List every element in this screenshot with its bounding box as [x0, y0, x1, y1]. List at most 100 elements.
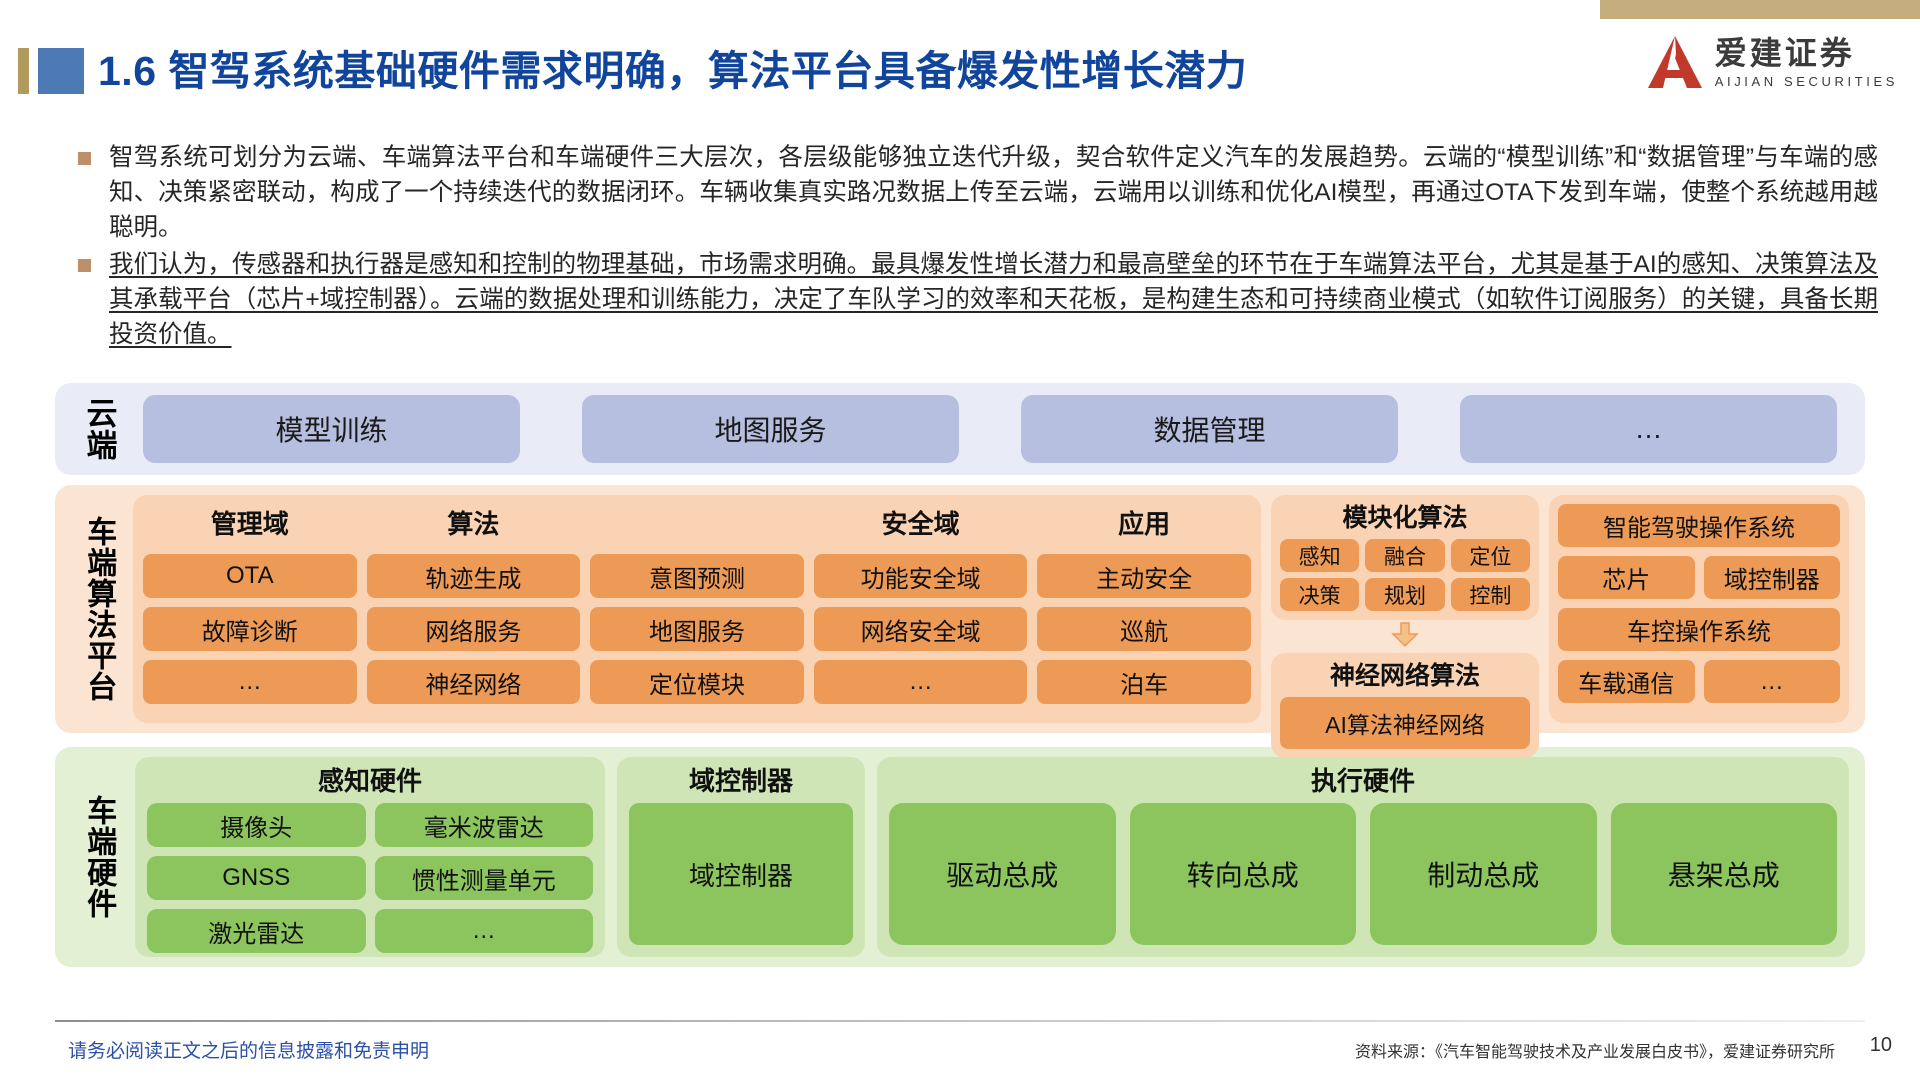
- algorithm-chip[interactable]: 主动安全: [1037, 554, 1251, 598]
- cloud-chip[interactable]: 地图服务: [582, 395, 959, 463]
- algorithm-main-panel: 管理域 OTA 故障诊断 … 算法 轨迹生成 网络服务 神经网络 意图预测: [133, 495, 1261, 723]
- algorithm-chip[interactable]: 定位模块: [590, 660, 804, 704]
- algorithm-column-safety: 安全域 功能安全域 网络安全域 …: [813, 503, 1028, 715]
- bullet-item: 我们认为，传感器和执行器是感知和控制的物理基础，市场需求明确。最具爆发性增长潜力…: [78, 247, 1878, 352]
- cloud-chip[interactable]: 数据管理: [1021, 395, 1398, 463]
- algorithm-layer: 车端算法平台 管理域 OTA 故障诊断 … 算法 轨迹生成 网络服务 神经网络: [55, 485, 1865, 758]
- algorithm-column-algorithm-2: 意图预测 地图服务 定位模块: [590, 503, 804, 715]
- neural-chip[interactable]: AI算法神经网络: [1280, 697, 1530, 749]
- driving-os-panel: 智能驾驶操作系统 芯片 域控制器 车控操作系统 车载通信 …: [1549, 495, 1849, 723]
- bullet-text: 智驾系统可划分为云端、车端算法平台和车端硬件三大层次，各层级能够独立迭代升级，契…: [109, 144, 1878, 241]
- modular-chip[interactable]: 定位: [1450, 539, 1530, 572]
- modular-algorithm-group: 模块化算法 感知 融合 定位 决策 规划 控制: [1271, 495, 1539, 758]
- hardware-layer: 车端硬件 感知硬件 摄像头 毫米波雷达 GNSS 惯性测量单元 激光雷达 … 域…: [55, 747, 1865, 967]
- algorithm-chip[interactable]: 神经网络: [366, 660, 581, 704]
- cloud-items: 模型训练 地图服务 数据管理 …: [143, 395, 1847, 463]
- algorithm-columns: 管理域 OTA 故障诊断 … 算法 轨迹生成 网络服务 神经网络 意图预测: [133, 495, 1849, 758]
- column-head: 安全域: [881, 509, 960, 539]
- os-chip-more[interactable]: …: [1703, 660, 1840, 703]
- modular-chip[interactable]: 控制: [1450, 578, 1530, 611]
- actuator-chip[interactable]: 驱动总成: [889, 803, 1116, 945]
- panel-title: 域控制器: [688, 766, 793, 796]
- panel-title: 感知硬件: [317, 766, 422, 796]
- algorithm-chip[interactable]: 故障诊断: [143, 607, 357, 651]
- algorithm-chip[interactable]: 泊车: [1037, 660, 1251, 704]
- algorithm-chip[interactable]: 网络安全域: [813, 607, 1028, 651]
- logo-chinese-name: 爱建证券: [1714, 34, 1855, 71]
- cloud-chip[interactable]: …: [1460, 395, 1837, 463]
- neural-network-panel: 神经网络算法 AI算法神经网络: [1271, 653, 1539, 758]
- logo-english-name: AIJIAN SECURITIES: [1714, 73, 1898, 89]
- sensing-chip[interactable]: …: [374, 909, 593, 953]
- bullet-list: 智驾系统可划分为云端、车端算法平台和车端硬件三大层次，各层级能够独立迭代升级，契…: [78, 140, 1878, 354]
- domain-controller-chip[interactable]: 域控制器: [629, 803, 853, 945]
- algorithm-chip[interactable]: OTA: [143, 554, 357, 598]
- bullet-item: 智驾系统可划分为云端、车端算法平台和车端硬件三大层次，各层级能够独立迭代升级，契…: [78, 140, 1878, 245]
- algorithm-chip[interactable]: 巡航: [1037, 607, 1251, 651]
- algorithm-chip[interactable]: …: [143, 660, 357, 704]
- actuator-chip[interactable]: 转向总成: [1129, 803, 1356, 945]
- algorithm-column-application: 应用 主动安全 巡航 泊车: [1037, 503, 1251, 715]
- algorithm-column-management: 管理域 OTA 故障诊断 …: [143, 503, 357, 715]
- algorithm-chip[interactable]: 地图服务: [590, 607, 804, 651]
- os-chip-vehicle-control-os[interactable]: 车控操作系统: [1558, 608, 1840, 651]
- footer-divider: [55, 1020, 1865, 1022]
- panel-title: 执行硬件: [1310, 766, 1415, 796]
- bullet-square-icon: [78, 259, 91, 272]
- modular-algorithm-panel: 模块化算法 感知 融合 定位 决策 规划 控制: [1271, 495, 1539, 620]
- arrow-down-icon: [1271, 622, 1539, 648]
- cloud-layer: 云端 模型训练 地图服务 数据管理 …: [55, 383, 1865, 475]
- algorithm-layer-label: 车端算法平台: [82, 516, 116, 702]
- aijian-a-mark-icon: [1647, 36, 1702, 88]
- os-row: 车载通信 …: [1558, 660, 1840, 703]
- column-head: 应用: [1118, 509, 1171, 539]
- modular-algorithm-grid: 感知 融合 定位 决策 规划 控制: [1280, 539, 1530, 611]
- column-head: 算法: [447, 509, 500, 539]
- bullet-square-icon: [78, 152, 91, 165]
- footer-disclaimer: 请务必阅读正文之后的信息披露和免责申明: [68, 1041, 430, 1062]
- panel-title: 神经网络算法: [1329, 662, 1480, 690]
- modular-chip[interactable]: 感知: [1280, 539, 1360, 572]
- sensing-chip[interactable]: GNSS: [147, 856, 366, 900]
- modular-chip[interactable]: 规划: [1365, 578, 1445, 611]
- top-gold-bar: [1600, 0, 1920, 19]
- column-head: 管理域: [210, 509, 289, 539]
- modular-chip[interactable]: 融合: [1365, 539, 1445, 572]
- sensing-chip[interactable]: 激光雷达: [147, 909, 366, 953]
- os-chip-domain-controller[interactable]: 域控制器: [1703, 556, 1840, 599]
- hardware-columns: 感知硬件 摄像头 毫米波雷达 GNSS 惯性测量单元 激光雷达 … 域控制器 域…: [135, 757, 1849, 957]
- page-number: 10: [1869, 1034, 1892, 1056]
- algorithm-chip[interactable]: …: [813, 660, 1028, 704]
- algorithm-column-algorithm: 算法 轨迹生成 网络服务 神经网络: [366, 503, 581, 715]
- algorithm-chip[interactable]: 意图预测: [590, 554, 804, 598]
- page-title: 1.6 智驾系统基础硬件需求明确，算法平台具备爆发性增长潜力: [98, 48, 1248, 94]
- sensing-hardware-grid: 摄像头 毫米波雷达 GNSS 惯性测量单元 激光雷达 …: [147, 803, 593, 953]
- actuator-chip[interactable]: 悬架总成: [1610, 803, 1837, 945]
- actuator-chip[interactable]: 制动总成: [1370, 803, 1597, 945]
- footer-source: 资料来源：《汽车智能驾驶技术及产业发展白皮书》，爱建证券研究所: [1354, 1044, 1835, 1061]
- cloud-chip[interactable]: 模型训练: [143, 395, 520, 463]
- title-accent-block: [38, 48, 84, 94]
- bullet-text: 我们认为，传感器和执行器是感知和控制的物理基础，市场需求明确。最具爆发性增长潜力…: [109, 251, 1878, 348]
- sensing-chip[interactable]: 惯性测量单元: [374, 856, 593, 900]
- algorithm-chip[interactable]: 功能安全域: [813, 554, 1028, 598]
- algorithm-chip[interactable]: 轨迹生成: [366, 554, 581, 598]
- column-head: [590, 503, 804, 545]
- slide-header: 1.6 智驾系统基础硬件需求明确，算法平台具备爆发性增长潜力: [0, 42, 1920, 104]
- actuator-hardware-panel: 执行硬件 驱动总成 转向总成 制动总成 悬架总成: [877, 757, 1849, 957]
- actuator-row: 驱动总成 转向总成 制动总成 悬架总成: [889, 803, 1837, 945]
- os-row: 芯片 域控制器: [1558, 556, 1840, 599]
- os-chip-intelligent-driving-os[interactable]: 智能驾驶操作系统: [1558, 504, 1840, 547]
- os-chip-telematics[interactable]: 车载通信: [1558, 660, 1695, 703]
- modular-chip[interactable]: 决策: [1280, 578, 1360, 611]
- domain-controller-panel: 域控制器 域控制器: [617, 757, 865, 957]
- hardware-layer-label: 车端硬件: [82, 795, 116, 919]
- algorithm-chip[interactable]: 网络服务: [366, 607, 581, 651]
- sensing-chip[interactable]: 毫米波雷达: [374, 803, 593, 847]
- sensing-chip[interactable]: 摄像头: [147, 803, 366, 847]
- architecture-diagram: 云端 模型训练 地图服务 数据管理 … 车端算法平台 管理域 OTA 故障诊断 …: [55, 383, 1865, 967]
- panel-title: 模块化算法: [1342, 504, 1468, 532]
- os-chip-chip[interactable]: 芯片: [1558, 556, 1695, 599]
- company-logo: 爱建证券 AIJIAN SECURITIES: [1645, 34, 1898, 90]
